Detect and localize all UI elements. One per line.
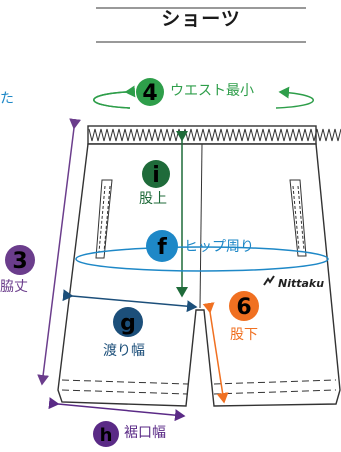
badge-3-text: 3	[12, 249, 27, 274]
badge-i	[142, 160, 170, 188]
badge-6	[229, 291, 259, 321]
hem-stitching	[61, 379, 337, 395]
rise-label: 股上	[139, 191, 167, 207]
brand-name: Nittaku	[278, 277, 325, 290]
thigh-width-arrow	[62, 289, 198, 313]
badge-4-text: 4	[142, 81, 157, 106]
partial-text: た	[0, 91, 14, 107]
left-pocket	[95, 179, 113, 259]
badge-f-text: f	[157, 235, 167, 260]
side-length-arrow	[37, 118, 82, 386]
hem-width-arrow	[48, 397, 186, 422]
waistband-elastic	[88, 128, 341, 142]
badge-4	[136, 78, 164, 106]
badge-g	[113, 307, 143, 337]
hem-width-label: 裾口幅	[124, 425, 166, 441]
diagram-title: ショーツ	[161, 8, 241, 30]
hip-label: ヒップ周り	[184, 239, 254, 255]
badge-i-text: i	[152, 163, 160, 188]
center-seam	[199, 143, 203, 309]
badge-h	[93, 421, 119, 447]
badge-6-text: 6	[236, 295, 251, 320]
right-pocket	[289, 179, 307, 257]
badge-g-text: g	[120, 311, 136, 336]
badge-3	[5, 245, 35, 275]
inseam-label: 股下	[230, 327, 258, 343]
thigh-width-label: 渡り幅	[103, 343, 145, 359]
brand-logo-icon	[263, 275, 275, 286]
side-length-label: 脇丈	[0, 279, 28, 295]
badge-f	[146, 230, 178, 262]
inseam-arrow	[202, 302, 229, 404]
waist-label: ウエスト最小	[170, 83, 254, 99]
badge-h-text: h	[100, 425, 113, 446]
